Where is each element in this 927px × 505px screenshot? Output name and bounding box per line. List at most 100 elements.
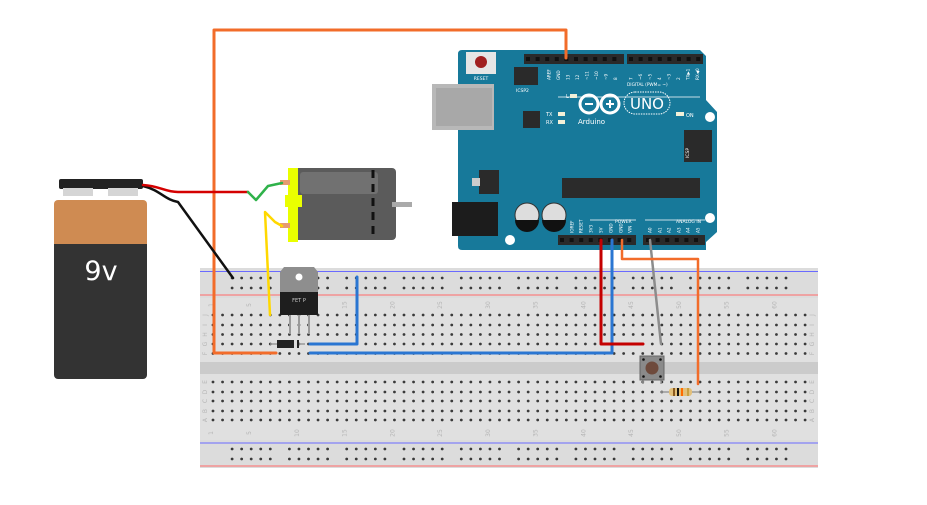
reset-button[interactable] xyxy=(475,56,487,68)
breadboard-hole xyxy=(555,323,559,327)
power-rail-hole xyxy=(689,286,692,290)
breadboard-hole xyxy=(459,313,463,317)
row-label: B xyxy=(202,409,209,413)
breadboard-hole xyxy=(536,418,540,422)
breadboard-hole xyxy=(211,418,215,422)
breadboard-hole xyxy=(564,323,568,327)
breadboard-hole xyxy=(316,323,320,327)
breadboard-hole xyxy=(641,409,645,413)
breadboard-hole xyxy=(230,399,234,403)
breadboard-hole xyxy=(421,399,425,403)
breadboard-hole xyxy=(574,323,578,327)
breadboard-hole xyxy=(564,409,568,413)
breadboard-hole xyxy=(373,399,377,403)
breadboard-hole xyxy=(603,323,606,327)
column-label: 1 xyxy=(208,431,215,435)
breadboard-hole xyxy=(469,323,473,327)
breadboard-hole xyxy=(584,409,587,413)
power-rail-hole xyxy=(440,276,444,280)
breadboard-hole xyxy=(440,418,444,422)
wire-motor-yellow xyxy=(263,210,284,317)
breadboard-hole xyxy=(765,418,769,422)
breadboard-hole xyxy=(450,323,454,327)
breadboard-hole xyxy=(526,380,530,384)
breadboard-hole xyxy=(450,342,454,346)
breadboard-hole xyxy=(278,399,282,403)
breadboard-hole xyxy=(612,418,616,422)
power-rail-hole xyxy=(526,286,530,290)
breadboard-hole xyxy=(784,323,788,327)
breadboard-hole xyxy=(717,333,721,336)
breadboard-hole xyxy=(794,390,797,394)
breadboard-hole xyxy=(545,418,549,422)
breadboard-hole xyxy=(679,313,683,317)
breadboard-hole xyxy=(364,313,368,317)
power-rail-hole xyxy=(698,286,702,290)
power-rail-hole xyxy=(517,276,520,280)
breadboard-hole xyxy=(670,399,673,403)
breadboard-hole xyxy=(316,380,320,384)
breadboard-hole xyxy=(249,313,253,317)
breadboard-hole xyxy=(622,323,626,327)
breadboard-hole xyxy=(603,333,606,336)
column-label: 1 xyxy=(208,303,215,307)
pushbutton[interactable] xyxy=(639,355,665,384)
breadboard-hole xyxy=(775,313,778,317)
breadboard-hole xyxy=(574,313,578,317)
breadboard-hole xyxy=(479,399,482,403)
breadboard-hole xyxy=(603,409,606,413)
breadboard-hole xyxy=(316,399,320,403)
breadboard-hole xyxy=(708,409,711,413)
breadboard-hole xyxy=(755,409,759,413)
power-rail-hole xyxy=(612,447,616,451)
breadboard-hole xyxy=(545,409,549,413)
breadboard-hole xyxy=(555,418,559,422)
breadboard-hole xyxy=(794,333,797,336)
power-rail-hole xyxy=(775,457,778,461)
led-on-label: ON xyxy=(686,113,694,119)
breadboard-hole xyxy=(689,333,692,336)
column-label: 50 xyxy=(676,429,683,437)
power-rail-hole xyxy=(364,276,368,280)
breadboard-hole xyxy=(736,380,740,384)
breadboard-hole xyxy=(765,409,769,413)
breadboard-hole xyxy=(526,333,530,336)
breadboard-hole xyxy=(268,409,272,413)
breadboard-hole xyxy=(459,342,463,346)
breadboard-hole xyxy=(603,418,606,422)
row-label: G xyxy=(809,341,816,346)
breadboard-hole xyxy=(584,313,587,317)
breadboard-hole xyxy=(479,333,482,336)
breadboard-hole xyxy=(402,399,406,403)
breadboard-hole xyxy=(297,352,301,355)
power-rail-hole xyxy=(307,447,310,451)
breadboard-hole xyxy=(803,352,807,355)
power-rail-hole xyxy=(526,276,530,280)
pin-label: A3 xyxy=(677,227,682,233)
power-rail-hole xyxy=(412,457,415,461)
breadboard-hole xyxy=(755,399,759,403)
pin-label: A4 xyxy=(686,227,691,233)
breadboard-hole xyxy=(631,313,635,317)
breadboard-hole xyxy=(268,418,272,422)
breadboard-hole xyxy=(230,409,234,413)
breadboard-hole xyxy=(364,323,368,327)
pin-label: A1 xyxy=(658,227,663,233)
power-rail-hole xyxy=(421,457,425,461)
breadboard-hole xyxy=(402,313,406,317)
power-rail-hole xyxy=(650,447,654,451)
breadboard-hole xyxy=(803,399,807,403)
pin-label: ~9 xyxy=(604,73,609,80)
breadboard-hole xyxy=(326,399,329,403)
power-rail-hole xyxy=(631,457,635,461)
breadboard-hole xyxy=(507,313,511,317)
breadboard-hole xyxy=(297,418,301,422)
breadboard-hole xyxy=(507,380,511,384)
breadboard-hole xyxy=(689,409,692,413)
power-rail-hole xyxy=(603,447,606,451)
row-label: C xyxy=(809,399,816,403)
breadboard-hole xyxy=(221,342,224,346)
pin-label: TX▶1 xyxy=(686,68,691,81)
breadboard-hole xyxy=(536,313,540,317)
